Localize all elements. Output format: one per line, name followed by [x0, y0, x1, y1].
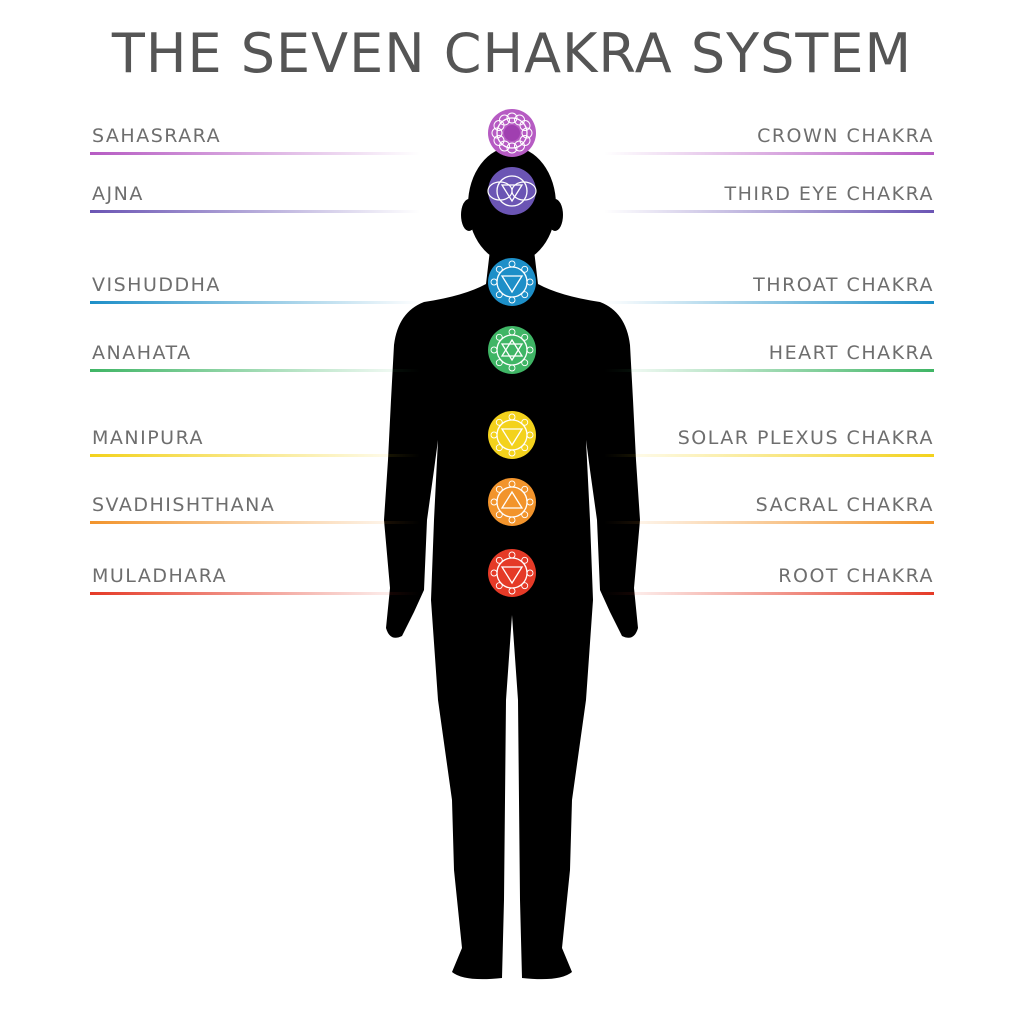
- throat-icon: [488, 258, 536, 306]
- english-label-row: CROWN CHAKRA: [0, 125, 1024, 155]
- lotus-crown-icon: [488, 109, 536, 157]
- divider-line: [604, 454, 934, 457]
- english-name: THIRD EYE CHAKRA: [724, 183, 934, 205]
- english-label-row: THROAT CHAKRA: [0, 274, 1024, 304]
- divider-line: [604, 592, 934, 595]
- divider-line: [90, 521, 420, 524]
- sanskrit-name: SAHASRARA: [92, 125, 222, 147]
- divider-line: [604, 152, 934, 155]
- sanskrit-name: MANIPURA: [92, 427, 205, 449]
- sanskrit-name: AJNA: [92, 183, 144, 205]
- sanskrit-name: MULADHARA: [92, 565, 228, 587]
- divider-line: [90, 369, 420, 372]
- sanskrit-label-row: SAHASRARA: [0, 125, 1024, 155]
- sanskrit-label-row: MANIPURA: [0, 427, 1024, 457]
- sanskrit-name: ANAHATA: [92, 342, 192, 364]
- divider-line: [90, 592, 420, 595]
- english-label-row: SACRAL CHAKRA: [0, 494, 1024, 524]
- divider-line: [604, 210, 934, 213]
- divider-line: [604, 521, 934, 524]
- divider-line: [90, 152, 420, 155]
- heart-icon: [488, 326, 536, 374]
- english-name: CROWN CHAKRA: [757, 125, 934, 147]
- sanskrit-name: VISHUDDHA: [92, 274, 221, 296]
- divider-line: [90, 454, 420, 457]
- english-label-row: HEART CHAKRA: [0, 342, 1024, 372]
- third-eye-icon: [487, 167, 537, 215]
- sacral-icon: [488, 478, 536, 526]
- english-label-row: THIRD EYE CHAKRA: [0, 183, 1024, 213]
- english-label-row: SOLAR PLEXUS CHAKRA: [0, 427, 1024, 457]
- root-icon: [488, 549, 536, 597]
- divider-line: [604, 369, 934, 372]
- english-name: THROAT CHAKRA: [753, 274, 934, 296]
- sanskrit-label-row: VISHUDDHA: [0, 274, 1024, 304]
- sanskrit-label-row: AJNA: [0, 183, 1024, 213]
- sanskrit-label-row: MULADHARA: [0, 565, 1024, 595]
- sanskrit-label-row: ANAHATA: [0, 342, 1024, 372]
- english-name: SOLAR PLEXUS CHAKRA: [677, 427, 934, 449]
- sanskrit-label-row: SVADHISHTHANA: [0, 494, 1024, 524]
- english-label-row: ROOT CHAKRA: [0, 565, 1024, 595]
- solar-plexus-icon: [488, 411, 536, 459]
- divider-line: [90, 210, 420, 213]
- divider-line: [90, 301, 420, 304]
- english-name: HEART CHAKRA: [768, 342, 934, 364]
- divider-line: [604, 301, 934, 304]
- english-name: SACRAL CHAKRA: [755, 494, 934, 516]
- page-title: THE SEVEN CHAKRA SYSTEM: [111, 22, 913, 85]
- sanskrit-name: SVADHISHTHANA: [92, 494, 276, 516]
- english-name: ROOT CHAKRA: [778, 565, 934, 587]
